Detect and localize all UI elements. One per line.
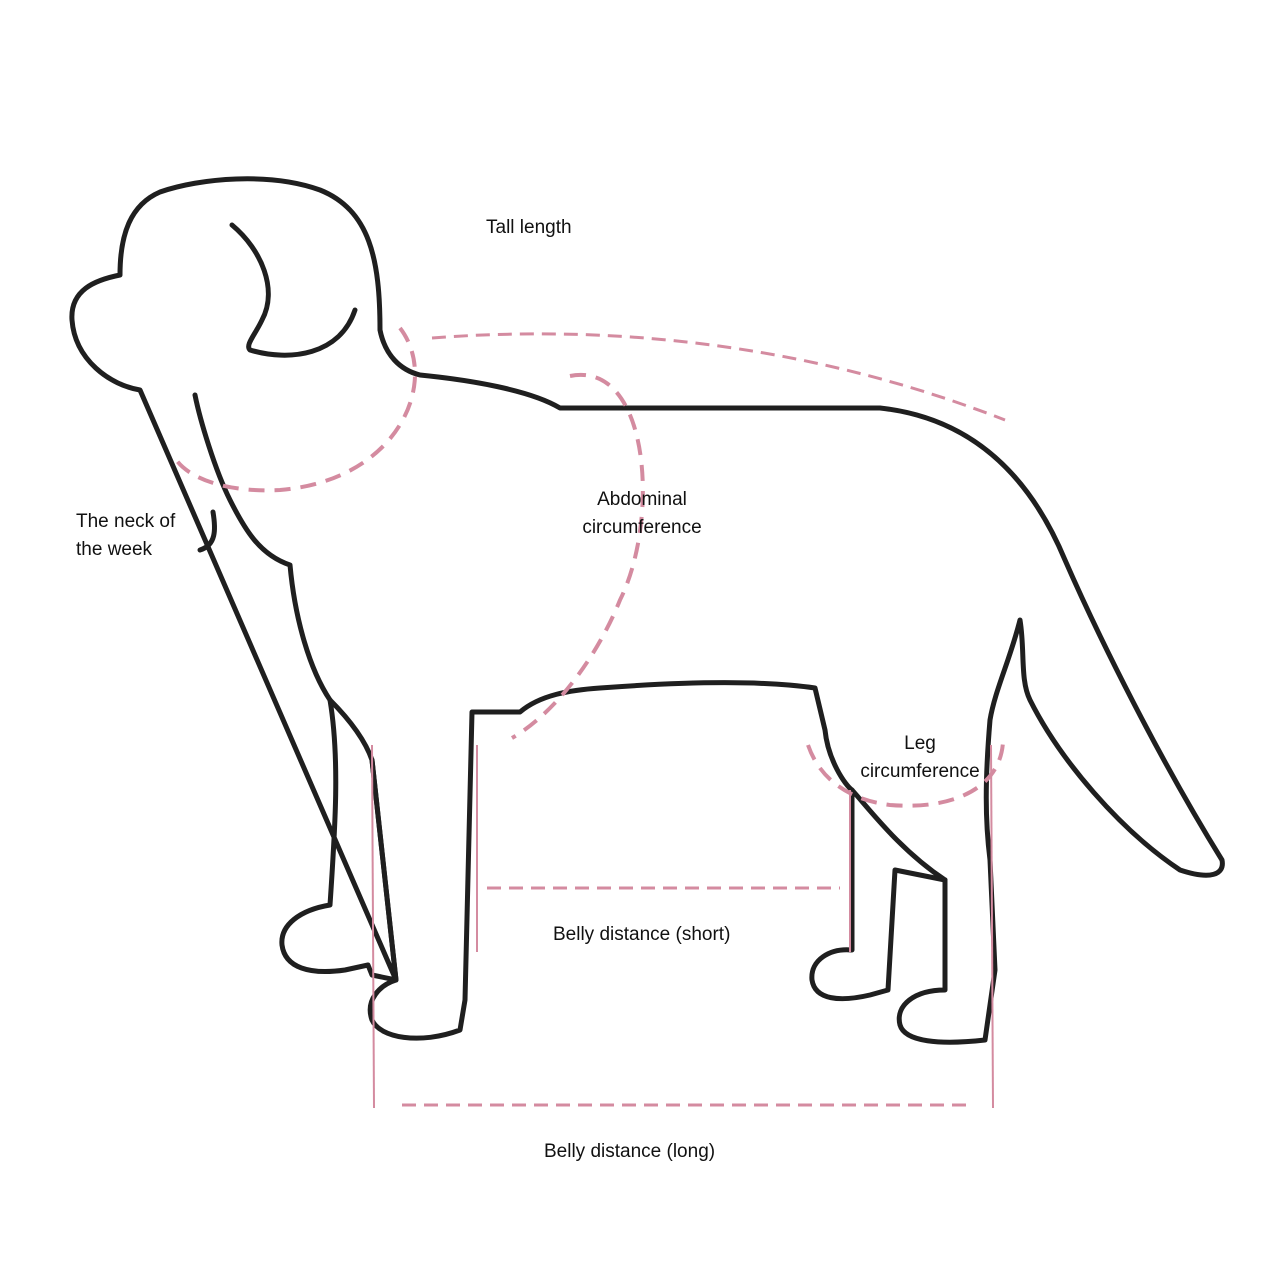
neck-label-line2: the week [76, 539, 153, 560]
abdominal-circumference-arc [510, 372, 645, 740]
tall-length-label: Tall length [486, 214, 572, 242]
leg-label-line1: Leg [904, 733, 936, 754]
leg-circumference-label: Leg circumference [850, 730, 990, 786]
rear-leg-guide-line [990, 744, 994, 1109]
neck-circumference-arc [173, 326, 417, 493]
measurement-guides [173, 326, 1006, 1109]
neck-label-line1: The neck of [76, 511, 176, 532]
dog-front-far-leg [327, 697, 399, 983]
front-leg-guide-line [371, 744, 375, 1109]
dog-rear-inner-leg [849, 787, 948, 883]
abdominal-circumference-label: Abdominal circumference [572, 486, 712, 542]
tall-length-arc [431, 332, 1006, 422]
belly-short-text: Belly distance (short) [553, 924, 731, 945]
dog-ear-outline [229, 222, 358, 358]
leg-circumference-arc [806, 741, 1005, 808]
abdominal-label-line1: Abdominal [597, 489, 687, 510]
tall-length-text: Tall length [486, 217, 572, 238]
belly-distance-long-label: Belly distance (long) [544, 1138, 715, 1166]
leg-label-line2: circumference [860, 761, 980, 782]
neck-label: The neck of the week [76, 508, 175, 564]
belly-distance-short-label: Belly distance (short) [553, 921, 730, 949]
belly-long-text: Belly distance (long) [544, 1141, 716, 1162]
dog-outline [69, 176, 1225, 1045]
neck-mark [197, 509, 217, 553]
dog-body-outline [69, 176, 1225, 1045]
abdominal-label-line2: circumference [582, 517, 702, 538]
